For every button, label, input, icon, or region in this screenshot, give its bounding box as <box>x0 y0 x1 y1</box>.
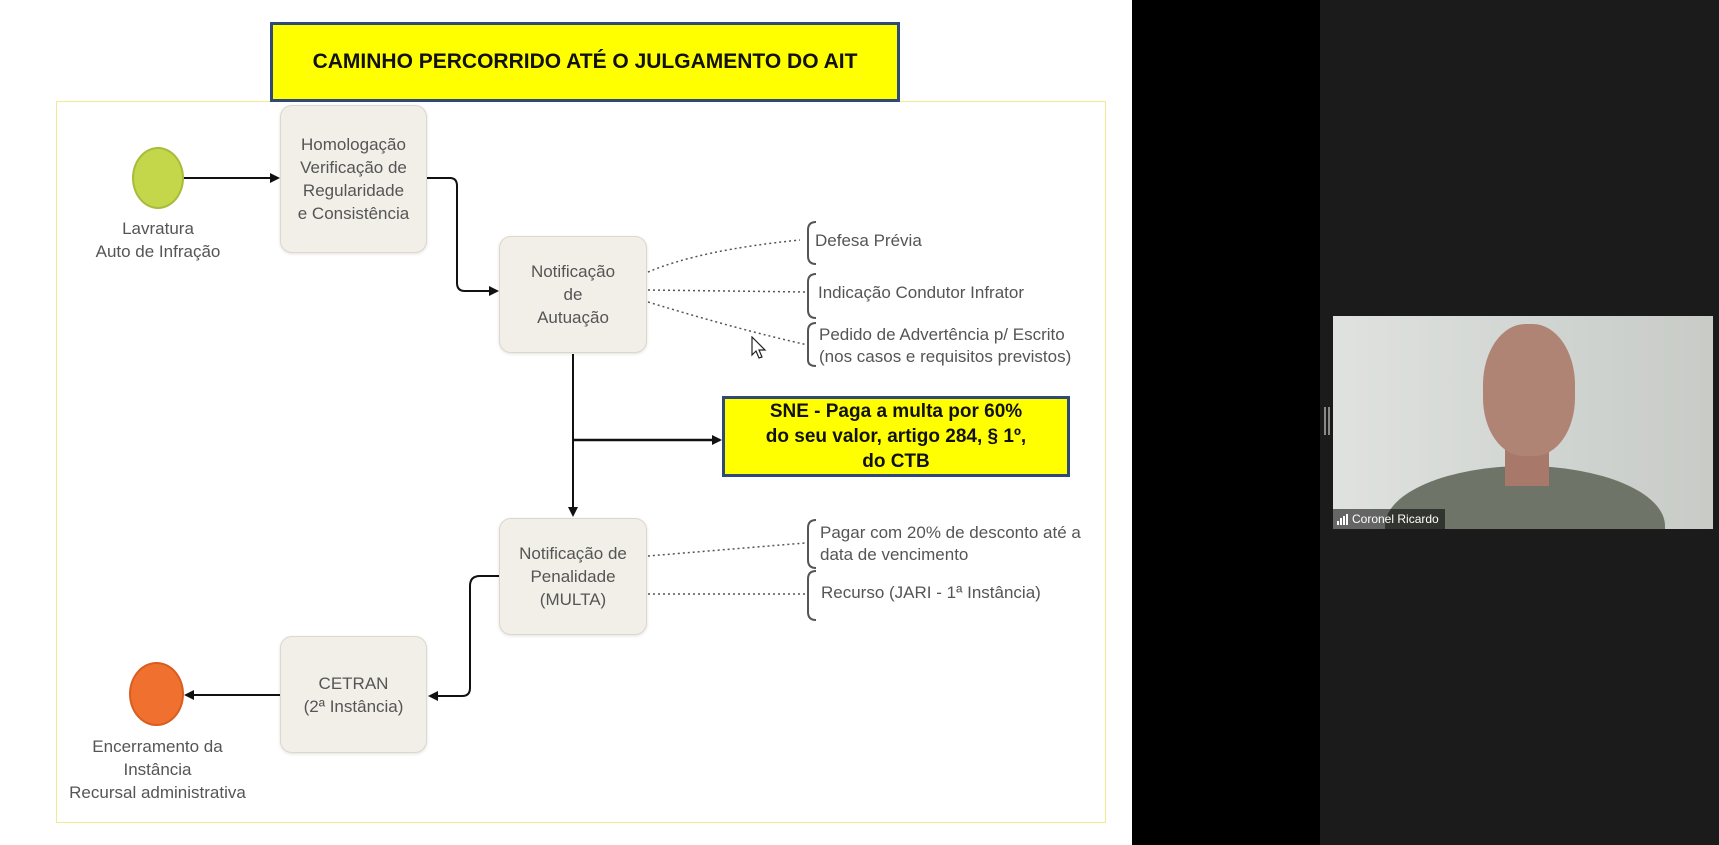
presentation-slide: CAMINHO PERCORRIDO ATÉ O JULGAMENTO DO A… <box>0 0 1132 845</box>
participant-name: Coronel Ricardo <box>1352 512 1439 526</box>
outcome-defesa-previa: Defesa Prévia <box>815 231 922 250</box>
participant-head <box>1483 324 1575 456</box>
participant-name-tag: Coronel Ricardo <box>1333 509 1445 529</box>
step-notificacao-penalidade: Notificação de Penalidade (MULTA) <box>499 518 647 635</box>
slide-title: CAMINHO PERCORRIDO ATÉ O JULGAMENTO DO A… <box>270 22 900 102</box>
step-notificacao-autuacao: Notificação de Autuação <box>499 236 647 353</box>
outcome-recurso-jari: Recurso (JARI - 1ª Instância) <box>821 583 1041 602</box>
sne-info-box: SNE - Paga a multa por 60% do seu valor,… <box>722 396 1070 477</box>
step-cetran: CETRAN (2ª Instância) <box>280 636 427 753</box>
step-homologacao: Homologação Verificação de Regularidade … <box>280 105 427 253</box>
panel-resize-handle[interactable] <box>1324 407 1330 435</box>
start-event-circle <box>132 147 184 209</box>
screen-share-margin <box>1132 0 1320 845</box>
outcome-indicacao-condutor: Indicação Condutor Infrator <box>818 283 1025 302</box>
outcome-pagar-desconto: Pagar com 20% de desconto até a data de … <box>820 523 1081 564</box>
outcome-pedido-advertencia: Pedido de Advertência p/ Escrito (nos ca… <box>819 325 1072 366</box>
mouse-cursor-icon <box>751 336 767 359</box>
signal-strength-icon <box>1337 513 1348 525</box>
end-event-circle <box>129 662 184 726</box>
start-event-label: Lavratura Auto de Infração <box>95 219 221 261</box>
participant-video-tile[interactable]: Coronel Ricardo <box>1333 316 1713 529</box>
end-event-label: Encerramento da Instância Recursal admin… <box>69 737 246 802</box>
